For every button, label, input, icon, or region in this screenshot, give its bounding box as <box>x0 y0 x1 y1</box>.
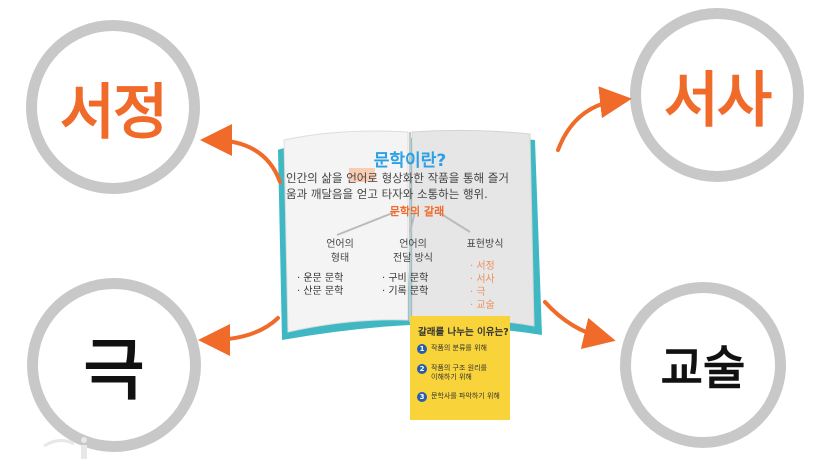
category-transmission-line1: 언어의 <box>399 239 427 250</box>
category-form: 언어의 형태 <box>310 238 370 266</box>
category-form-line2: 형태 <box>330 253 350 264</box>
definition-line-1: 인간의 삶을 언어로 형상화한 작품을 통해 즐거 <box>286 171 509 185</box>
category-expression: 표현방식 <box>455 238 515 252</box>
list-item: · 교술 <box>470 300 495 311</box>
reason-row: 3 문학사를 파악하기 위해 <box>417 392 500 402</box>
note-title: 갈래를 나누는 이유는? <box>418 327 509 338</box>
list-item: · 산문 문학 <box>297 286 344 297</box>
arrow-to-drama <box>198 316 280 356</box>
category-form-line1: 언어의 <box>326 239 354 250</box>
genre-circle-drama: 극 <box>27 278 201 452</box>
genre-circle-narrative: 서사 <box>630 8 804 182</box>
form-items: · 운문 문학 · 산문 문학 <box>297 272 343 298</box>
genre-label-narrative: 서사 <box>663 65 772 136</box>
expression-items: · 서정 · 서사 · 극 · 교술 <box>470 260 495 312</box>
book-title: 문학이란? <box>373 151 447 171</box>
reason-row: 1 작품의 분류를 위해 <box>417 344 487 354</box>
logo-watermark <box>43 437 87 459</box>
transmission-items: · 구비 문학 · 기록 문학 <box>382 272 428 298</box>
genre-circle-didactic: 교술 <box>620 282 786 448</box>
number-badge: 3 <box>417 392 427 402</box>
book-graphic <box>278 129 542 340</box>
genre-circle-lyric: 서정 <box>26 20 200 194</box>
category-transmission: 언어의 전달 방식 <box>382 238 444 266</box>
number-badge: 2 <box>417 364 427 374</box>
list-item: · 운문 문학 <box>297 273 344 284</box>
genre-label-lyric: 서정 <box>59 77 168 148</box>
category-expression-line1: 표현방식 <box>466 239 504 250</box>
definition-line-2: 움과 깨달음을 얻고 타자와 소통하는 행위. <box>286 187 488 201</box>
arrow-to-narrative <box>556 86 632 152</box>
reason-text: 작품의 분류를 위해 <box>431 344 487 352</box>
list-item: · 극 <box>470 287 486 298</box>
list-item: · 구비 문학 <box>382 273 429 284</box>
arrow-to-lyric <box>200 124 282 184</box>
genre-label-didactic: 교술 <box>660 341 746 395</box>
number-badge: 1 <box>417 344 427 354</box>
category-transmission-line2: 전달 방식 <box>393 253 433 264</box>
list-item: · 서정 <box>470 261 495 272</box>
branch-connectors <box>336 211 471 236</box>
list-item: · 기록 문학 <box>382 286 429 297</box>
genre-label-drama: 극 <box>83 332 145 409</box>
arrow-to-didactic <box>543 300 616 349</box>
branch-title: 문학의 갈래 <box>389 205 445 218</box>
reason-text: 문학사를 파악하기 위해 <box>431 392 500 400</box>
list-item: · 서사 <box>470 274 495 285</box>
